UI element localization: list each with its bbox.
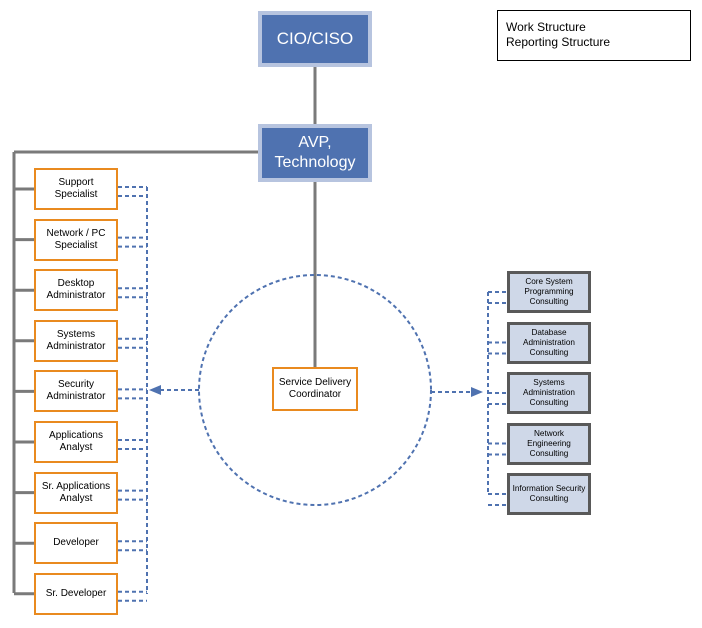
role-label: Sr. Developer [45, 587, 107, 599]
cio-ciso-label: CIO/CISO [276, 29, 354, 48]
work-lines [118, 186, 507, 602]
service-delivery-coordinator-box: Service Delivery Coordinator [272, 367, 358, 411]
role-label: Network / PC Specialist [46, 227, 106, 251]
consulting-label: Core System Programming Consulting [524, 277, 574, 306]
consulting-label: Information Security Consulting [512, 484, 586, 503]
consulting-box: Information Security Consulting [507, 473, 591, 515]
avp-label-line2: Technology [274, 154, 356, 171]
legend-reporting-structure: Reporting Structure [506, 35, 611, 49]
coordination-circle [198, 274, 432, 506]
role-box: Developer [34, 522, 118, 565]
arrow-right-head [471, 387, 483, 397]
reporting-lines [12, 66, 317, 596]
consulting-box: Database Administration Consulting [507, 321, 591, 364]
consulting-label: Network Engineering Consulting [527, 428, 571, 458]
role-label: Developer [53, 537, 99, 549]
cio-ciso-box: CIO/CISO [258, 11, 372, 67]
consulting-box: Network Engineering Consulting [507, 422, 591, 465]
consulting-label: Database Administration Consulting [523, 327, 575, 357]
legend: Work Structure Reporting Structure [497, 10, 691, 61]
role-box: Systems Administrator [34, 319, 118, 362]
role-label: Support Specialist [54, 177, 98, 200]
role-box: Network / PC Specialist [34, 218, 118, 261]
role-label: Security Administrator [46, 379, 106, 403]
consulting-box: Systems Administration Consulting [507, 372, 591, 414]
consulting-box: Core System Programming Consulting [507, 271, 591, 313]
coordinator-label: Service Delivery Coordinator [278, 377, 352, 400]
arrow-left-head [149, 385, 161, 395]
consulting-label: Systems Administration Consulting [523, 378, 575, 407]
avp-technology-box: AVP, Technology [258, 124, 372, 182]
role-box: Desktop Administrator [34, 269, 118, 312]
role-box: Sr. Applications Analyst [34, 471, 118, 514]
legend-work-structure: Work Structure [506, 20, 586, 34]
role-box: Security Administrator [34, 370, 118, 413]
role-label: Sr. Applications Analyst [41, 480, 111, 504]
role-box: Applications Analyst [34, 421, 118, 463]
role-label: Desktop Administrator [46, 278, 106, 302]
avp-label-line1: AVP, [298, 134, 332, 151]
role-box: Support Specialist [34, 168, 118, 210]
role-label: Systems Administrator [46, 328, 106, 352]
role-label: Applications Analyst [49, 430, 103, 453]
role-box: Sr. Developer [34, 572, 118, 615]
